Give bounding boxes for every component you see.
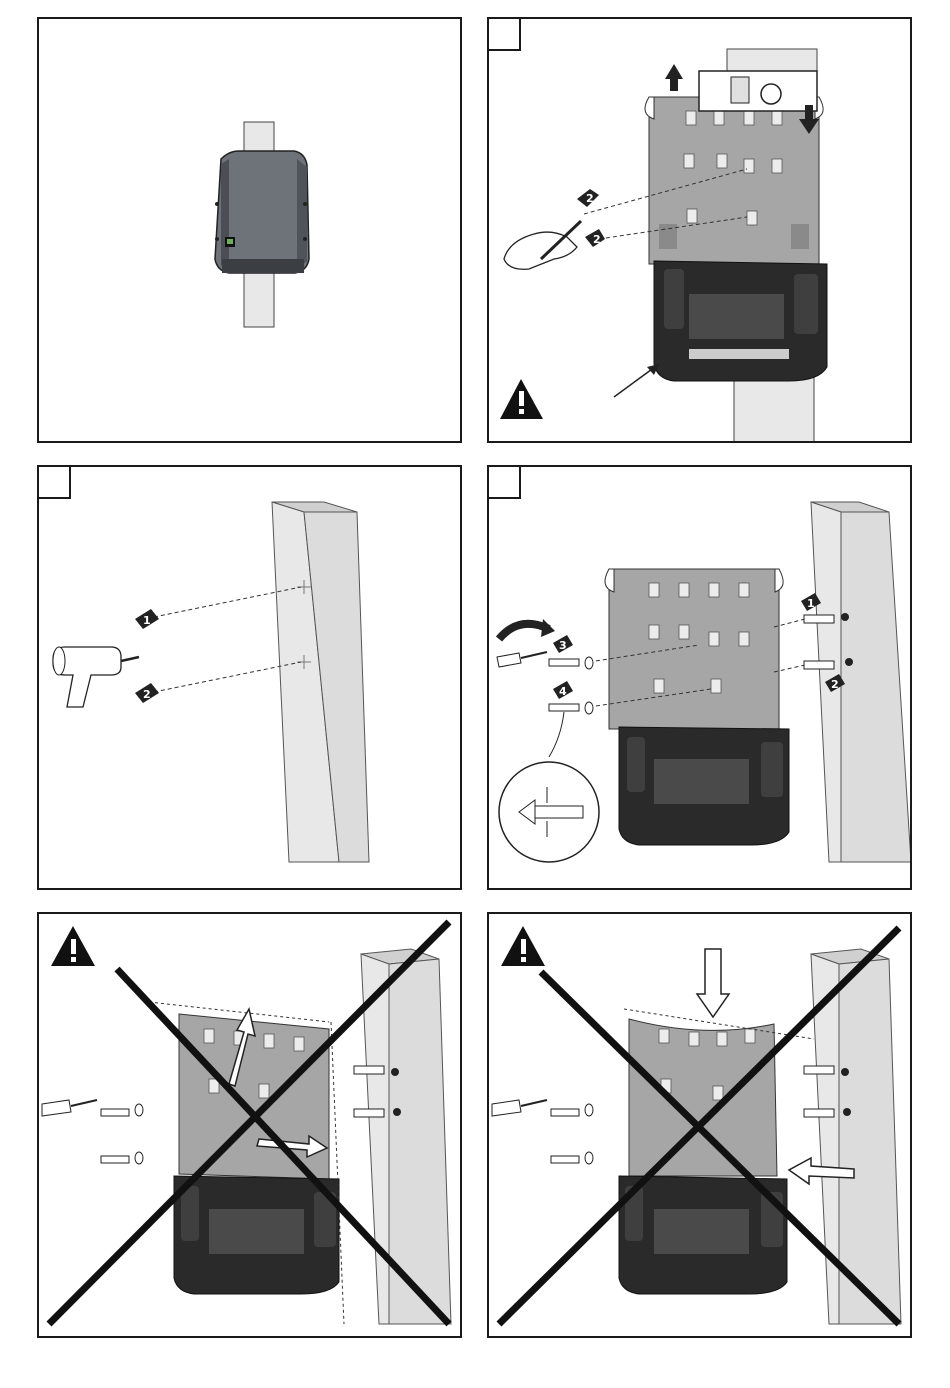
callout-label: 3 bbox=[559, 639, 567, 652]
mark-holes-illustration: 2 2 bbox=[489, 19, 912, 443]
callout-arrow-2b: 2 bbox=[585, 229, 605, 247]
callout-arrow-2a: 2 bbox=[577, 189, 599, 207]
panel-mark-holes: 2 2 bbox=[487, 17, 912, 443]
callout-label: 4 bbox=[559, 685, 567, 698]
warning-icon bbox=[501, 926, 545, 966]
panel-overview bbox=[37, 17, 462, 443]
mounting-bracket bbox=[629, 1019, 777, 1176]
hand-pencil-icon bbox=[504, 221, 581, 269]
mounting-bracket bbox=[645, 97, 823, 264]
screwdriver-icon bbox=[42, 1100, 97, 1116]
post bbox=[272, 502, 369, 862]
panel-drill-holes: 1 2 bbox=[37, 465, 462, 890]
screwdriver-icon bbox=[497, 619, 555, 667]
distorted-illustration bbox=[489, 914, 912, 1338]
misaligned-illustration bbox=[39, 914, 462, 1338]
callout-label: 1 bbox=[143, 614, 151, 627]
connection-housing bbox=[654, 261, 827, 381]
panel-wrong-distorted bbox=[487, 912, 912, 1338]
inverter bbox=[215, 151, 309, 273]
callout-label: 2 bbox=[143, 688, 151, 701]
callout-arrow-2: 2 bbox=[135, 683, 159, 703]
screwdriver-icon bbox=[492, 1100, 547, 1116]
drill-holes-illustration: 1 2 bbox=[39, 467, 462, 890]
callout-arrow-3: 3 bbox=[553, 635, 573, 653]
warning-icon bbox=[51, 926, 95, 966]
warning-icon bbox=[500, 379, 543, 419]
connection-housing bbox=[619, 727, 789, 845]
callout-label: 2 bbox=[831, 678, 839, 691]
screw-detail-icon bbox=[499, 712, 599, 862]
panel-fasten-bracket: 1 2 3 4 bbox=[487, 465, 912, 890]
drill-icon bbox=[53, 647, 139, 707]
callout-label: 2 bbox=[586, 192, 594, 205]
inverter-on-post-illustration bbox=[39, 19, 462, 443]
mounting-bracket bbox=[605, 569, 783, 729]
washer-icon bbox=[585, 657, 593, 714]
connection-housing bbox=[174, 1176, 339, 1294]
callout-label: 1 bbox=[807, 597, 815, 610]
post bbox=[361, 949, 451, 1324]
fasten-bracket-illustration: 1 2 3 4 bbox=[489, 467, 912, 890]
callout-label: 2 bbox=[593, 233, 601, 246]
panel-wrong-misaligned bbox=[37, 912, 462, 1338]
callout-arrow-1: 1 bbox=[135, 609, 159, 629]
callout-arrow-4: 4 bbox=[553, 681, 573, 699]
